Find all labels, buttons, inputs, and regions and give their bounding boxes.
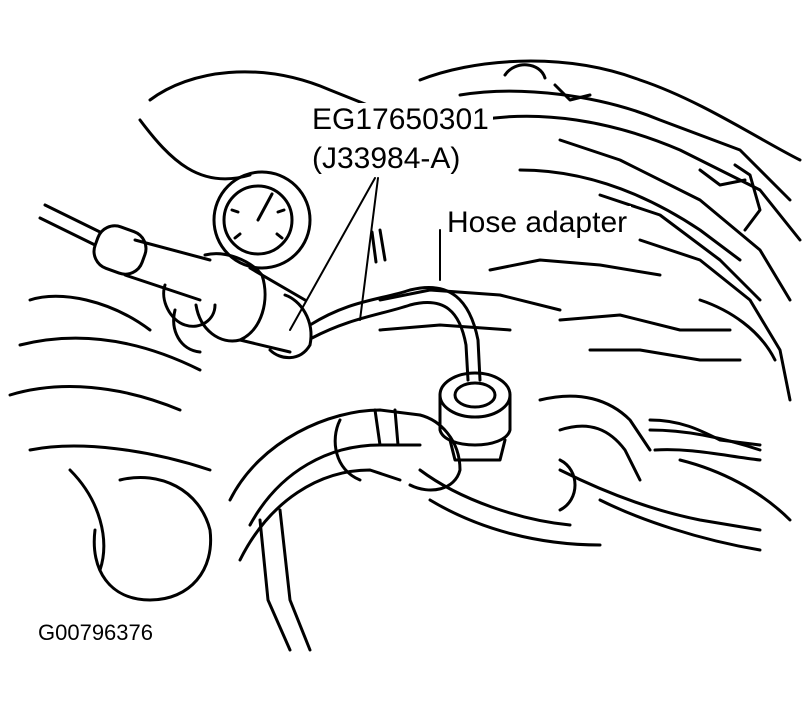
pressure-gauge — [212, 170, 312, 270]
hose-adapter-label: Hose adapter — [443, 206, 632, 240]
valve-fitting — [438, 371, 512, 462]
gauge-tool — [38, 203, 313, 360]
figure-id: G00796376 — [38, 620, 153, 645]
radiator-hose — [228, 408, 462, 652]
hose-adapter — [308, 228, 482, 382]
part-number-label: EG17650301 — [308, 103, 493, 137]
right-hoses — [538, 394, 762, 512]
alt-part-number-label: (J33984-A) — [308, 142, 465, 176]
leader-lines — [289, 177, 441, 331]
engine-background-lines — [8, 59, 802, 602]
